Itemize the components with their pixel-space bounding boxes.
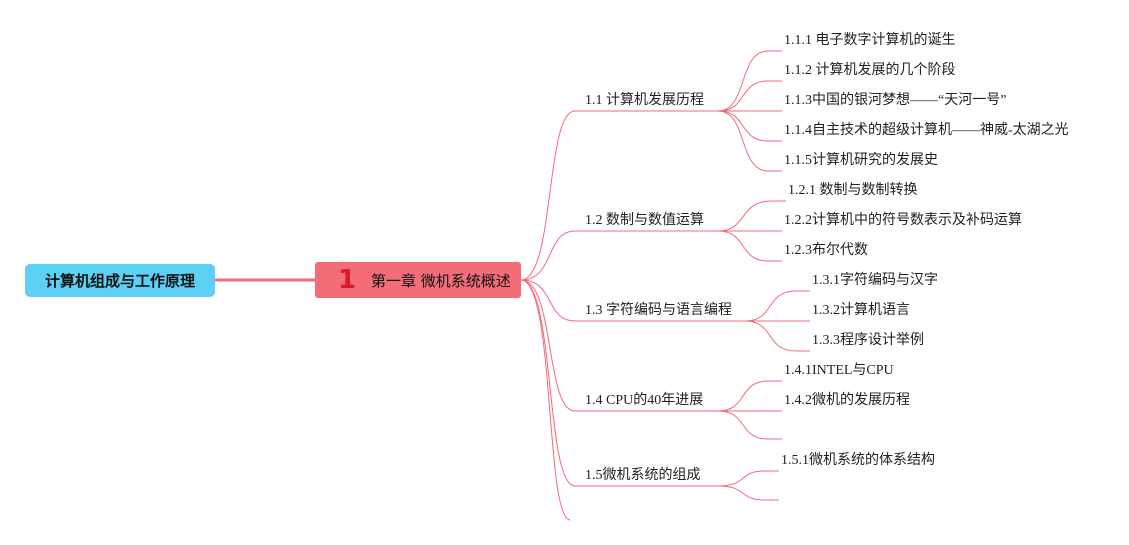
- section-to-topic-line: [717, 110, 782, 142]
- section-to-topic-line: [717, 410, 782, 440]
- section-to-topic-line: [717, 80, 782, 112]
- root-topic-node[interactable]: 计算机组成与工作原理: [25, 264, 215, 297]
- subtopic-node[interactable]: 1.5.1微机系统的体系结构: [781, 453, 935, 468]
- section-node-1[interactable]: 1.1 计算机发展历程: [585, 93, 704, 108]
- subtopic-node[interactable]: 1.3.3程序设计举例: [812, 333, 924, 348]
- subtopic-node[interactable]: 1.2.2计算机中的符号数表示及补码运算: [784, 213, 1022, 228]
- chapter-to-section-line: [520, 230, 718, 281]
- subtopic-node[interactable]: 1.2.1 数制与数制转换: [788, 183, 918, 198]
- subtopic-node[interactable]: 1.4.1INTEL与CPU: [784, 363, 894, 378]
- section-to-topic-line: [744, 320, 810, 352]
- subtopic-node[interactable]: 1.1.4自主技术的超级计算机——神威-太湖之光: [784, 123, 1069, 138]
- section-to-topic-line: [717, 485, 779, 501]
- section-to-topic-line: [717, 200, 786, 232]
- section-node-5[interactable]: 1.5微机系统的组成: [585, 468, 701, 483]
- subtopic-node[interactable]: 1.3.1字符编码与汉字: [812, 273, 938, 288]
- root-topic-label: 计算机组成与工作原理: [44, 272, 195, 290]
- section-to-topic-line: [744, 290, 810, 322]
- chapter-to-section-line: [520, 279, 718, 487]
- section-node-4[interactable]: 1.4 CPU的40年进展: [585, 393, 704, 408]
- chapter-trailing-branch-line: [520, 279, 571, 521]
- subtopic-node[interactable]: 1.1.5计算机研究的发展史: [784, 153, 938, 168]
- chapter-topic-node[interactable]: 1 第一章 微机系统概述: [315, 262, 521, 298]
- section-to-topic-line: [717, 380, 782, 412]
- subtopic-node[interactable]: 1.4.2微机的发展历程: [784, 393, 910, 408]
- section-node-3[interactable]: 1.3 字符编码与语言编程: [585, 303, 732, 318]
- section-to-topic-line: [717, 110, 782, 172]
- section-to-topic-line: [717, 470, 779, 487]
- subtopic-node[interactable]: 1.1.1 电子数字计算机的诞生: [784, 33, 956, 48]
- chapter-to-section-line: [520, 110, 718, 281]
- chapter-number-marker: 1: [337, 265, 357, 295]
- chapter-to-section-line: [520, 279, 718, 412]
- subtopic-node[interactable]: 1.2.3布尔代数: [784, 243, 868, 258]
- chapter-to-section-line: [520, 279, 745, 322]
- section-to-topic-line: [717, 230, 782, 262]
- section-to-topic-line: [717, 50, 782, 112]
- section-node-2[interactable]: 1.2 数制与数值运算: [585, 213, 704, 228]
- chapter-topic-label: 第一章 微机系统概述: [371, 271, 511, 290]
- subtopic-node[interactable]: 1.1.2 计算机发展的几个阶段: [784, 63, 956, 78]
- subtopic-node[interactable]: 1.3.2计算机语言: [812, 303, 910, 318]
- subtopic-node[interactable]: 1.1.3中国的银河梦想——“天河一号”: [784, 93, 1007, 108]
